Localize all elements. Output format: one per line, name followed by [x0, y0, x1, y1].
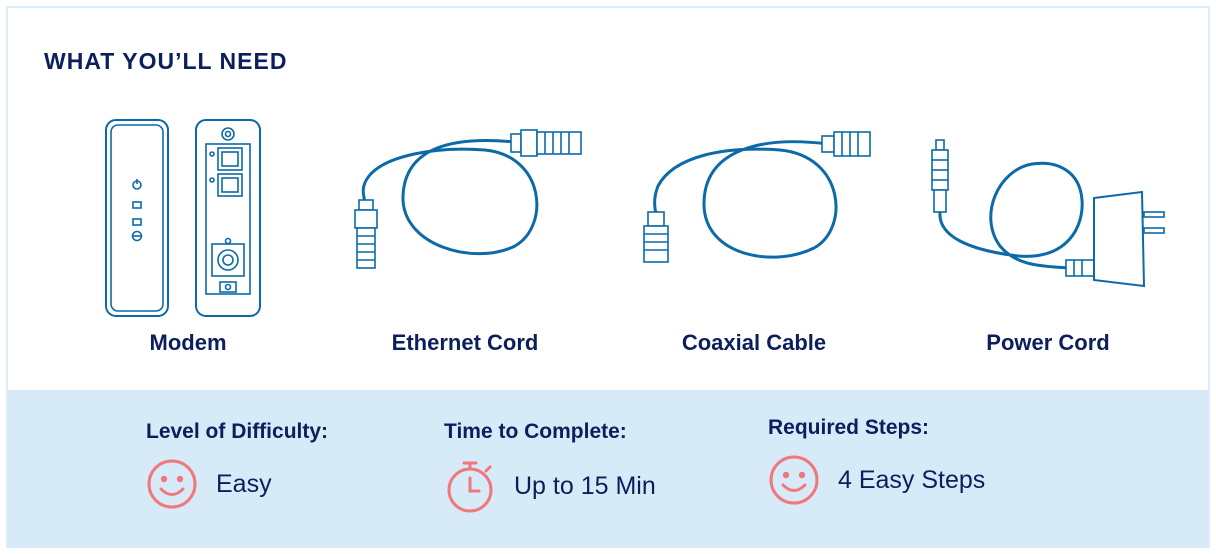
steps-section: Required Steps: 4 Easy Steps [768, 416, 985, 506]
steps-heading: Required Steps: [768, 416, 930, 439]
item-power-cord: Power Cord [908, 116, 1188, 366]
steps-value: 4 Easy Steps [838, 465, 986, 494]
modem-icon [105, 119, 261, 317]
difficulty-section: Level of Difficulty: Easy [146, 420, 328, 510]
time-section: Time to Complete: Up to 15 Min [444, 420, 656, 514]
difficulty-row: Easy [146, 458, 328, 510]
item-label: Modem [149, 330, 227, 355]
steps-row: 4 Easy Steps [768, 454, 985, 506]
time-heading: Time to Complete: [444, 420, 627, 443]
item-label: Power Cord [986, 330, 1110, 355]
difficulty-heading: Level of Difficulty: [146, 420, 329, 443]
section-title: WHAT YOU’LL NEED [44, 48, 288, 74]
time-value: Up to 15 Min [514, 471, 656, 500]
what-youll-need-card: WHAT YOU’LL NEED Modem [6, 6, 1210, 548]
info-band: Level of Difficulty: Easy Time to Comple… [8, 390, 1208, 546]
coaxial-cable-icon [643, 131, 871, 263]
time-row: Up to 15 Min [444, 458, 656, 514]
ethernet-cord-icon [354, 129, 582, 269]
power-cord-icon [931, 139, 1165, 288]
item-coaxial-cable: Coaxial Cable [614, 116, 894, 366]
difficulty-value: Easy [216, 469, 272, 498]
stopwatch-icon [447, 461, 493, 513]
smiley-icon [769, 455, 819, 505]
item-modem: Modem [48, 116, 328, 366]
item-ethernet-cord: Ethernet Cord [325, 116, 605, 366]
item-label: Ethernet Cord [391, 330, 539, 355]
smiley-icon [147, 459, 197, 509]
item-label: Coaxial Cable [681, 330, 827, 355]
